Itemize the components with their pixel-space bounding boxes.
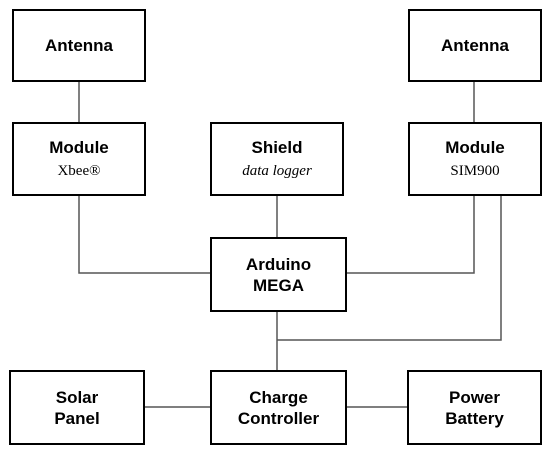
- charge-line1: Charge: [249, 387, 308, 407]
- battery-line2: Battery: [445, 408, 504, 428]
- antenna-right-label: Antenna: [441, 36, 509, 55]
- module-xbee-block: Module Xbee®: [12, 122, 146, 196]
- arduino-line2: MEGA: [253, 275, 304, 295]
- module-sim900-title: Module: [445, 138, 505, 157]
- antenna-left-label: Antenna: [45, 36, 113, 55]
- shield-block: Shield data logger: [210, 122, 344, 196]
- arduino-line1: Arduino: [245, 254, 312, 274]
- solar-line2: Panel: [54, 408, 100, 428]
- shield-subtitle: data logger: [242, 163, 312, 179]
- arduino-mega-block: Arduino MEGA: [210, 237, 347, 312]
- charge-line2: Controller: [237, 408, 320, 428]
- power-battery-block: Power Battery: [407, 370, 542, 445]
- module-sim900-block: Module SIM900: [408, 122, 542, 196]
- module-xbee-subtitle: Xbee®: [57, 163, 101, 179]
- module-xbee-title: Module: [49, 138, 109, 157]
- solar-panel-block: Solar Panel: [9, 370, 145, 445]
- module-sim900-subtitle: SIM900: [450, 163, 500, 179]
- antenna-right-block: Antenna: [408, 9, 542, 82]
- shield-title: Shield: [251, 138, 303, 157]
- charge-controller-block: Charge Controller: [210, 370, 347, 445]
- solar-line1: Solar: [55, 387, 99, 407]
- wire-sim900-arduino: [346, 195, 475, 274]
- battery-line1: Power: [448, 387, 501, 407]
- wire-xbee-arduino: [78, 195, 211, 274]
- antenna-left-block: Antenna: [12, 9, 146, 82]
- wire-sim900-bus: [277, 195, 502, 341]
